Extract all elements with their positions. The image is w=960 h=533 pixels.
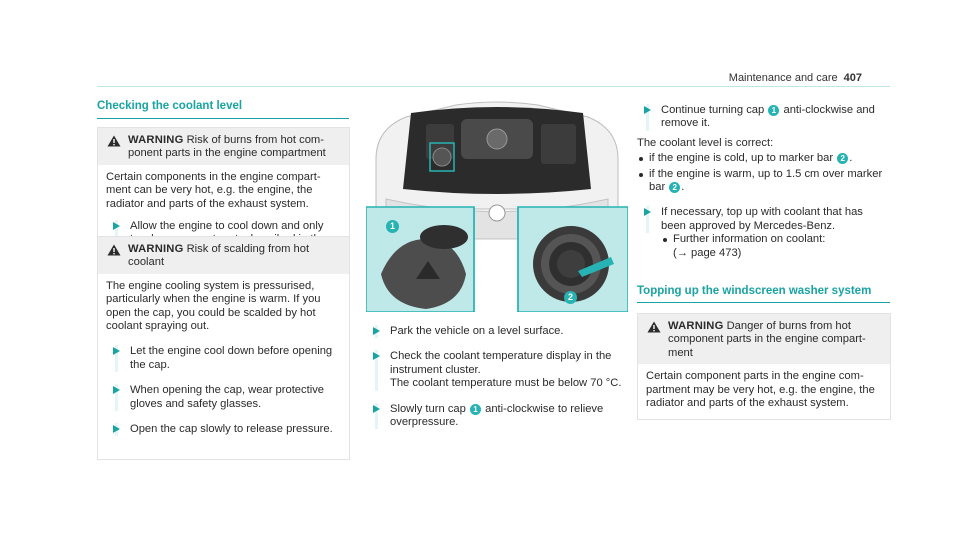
step: Continue turning cap 1 anti-clockwise an…	[637, 104, 890, 131]
callout-2: 2	[564, 291, 577, 304]
step-arrow-icon	[644, 208, 651, 217]
bullet-dot	[639, 157, 643, 162]
warning-triangle-icon	[107, 244, 121, 256]
section-title-washer: Topping up the windscreen washer system	[637, 285, 872, 297]
step-arrow-icon	[644, 106, 651, 114]
step: Check the coolant temperature display in…	[366, 350, 628, 391]
step: When opening the cap, wear protective gl…	[106, 384, 341, 412]
level-intro: The coolant level is correct:	[637, 136, 774, 149]
step-note: The coolant temperature must be below 70…	[390, 377, 622, 390]
callout-2: 2	[669, 182, 681, 194]
step-arrow-icon	[113, 347, 120, 356]
step-text: Open the cap slowly to release pres­sure…	[130, 423, 333, 436]
warning-body-text: The engine cooling system is pressurised…	[106, 279, 321, 333]
warning-header: WARNING Danger of burns from hot compone…	[638, 314, 890, 365]
engine-bay-drawing	[366, 99, 628, 312]
step-bar	[375, 402, 378, 430]
warning-box-burns: WARNING Risk of burns from hot com­ponen…	[97, 127, 350, 261]
step-arrow-icon	[113, 425, 120, 434]
warning-header-text: WARNING Risk of burns from hot com­ponen…	[128, 134, 341, 161]
step-arrow-icon	[113, 222, 120, 231]
step: Slowly turn cap 1 anti-clockwise to reli…	[366, 402, 628, 430]
running-header: Maintenance and care 407	[729, 72, 862, 85]
step-text-cont: anti-clockwise and remove it.	[661, 104, 875, 130]
warning-label: WARNING	[128, 134, 184, 146]
warning-label: WARNING	[668, 320, 724, 332]
running-header-title: Maintenance and care	[728, 72, 838, 84]
step-arrow-icon	[373, 352, 380, 361]
warning-body: Certain component parts in the engine co…	[638, 364, 890, 416]
list-item: if the engine is warm, up to 1.5 cm over…	[637, 168, 890, 195]
step: Let the engine cool down before open­ing…	[106, 345, 341, 373]
header-rule	[97, 86, 890, 87]
warning-headline: Risk of scalding from hot coolant	[128, 243, 310, 269]
step-bar	[646, 206, 649, 234]
step: If necessary, top up with coolant that h…	[637, 206, 890, 234]
warning-triangle-icon	[107, 135, 121, 147]
bullet-text-end: .	[681, 181, 685, 194]
bullet-dot	[663, 238, 667, 243]
bullet-text-end: .	[849, 152, 853, 165]
warning-header-text: WARNING Risk of scalding from hot coolan…	[128, 243, 341, 270]
list-item: Further information on coolant: (→ page …	[661, 233, 890, 260]
section-title-rule	[97, 118, 349, 119]
bullet-dot	[639, 172, 643, 177]
warning-box-scalding: WARNING Risk of scalding from hot coolan…	[97, 236, 350, 460]
step-text: When opening the cap, wear protective gl…	[130, 384, 325, 410]
step-arrow-icon	[113, 386, 120, 395]
page-number: 407	[843, 72, 862, 84]
warning-header: WARNING Risk of scalding from hot coolan…	[98, 237, 349, 274]
step-text-cont: anti-clockwise to relieve overpressure.	[390, 402, 604, 429]
list-item: if the engine is cold, up to marker bar …	[637, 152, 890, 165]
warning-header-text: WARNING Danger of burns from hot compone…	[668, 320, 882, 360]
warning-body-text: Certain component parts in the engine co…	[646, 370, 875, 410]
bullet-text: if the engine is cold, up to marker bar	[649, 152, 834, 165]
callout-2: 2	[837, 153, 849, 165]
step-bar	[646, 104, 649, 131]
callout-1: 1	[768, 105, 780, 116]
warning-body: The engine cooling system is pressurised…	[98, 274, 349, 443]
right-column: Continue turning cap 1 anti-clockwise an…	[637, 104, 890, 260]
warning-header: WARNING Risk of burns from hot com­ponen…	[98, 128, 349, 165]
callout-1: 1	[386, 220, 399, 233]
step-bar	[375, 350, 378, 391]
warning-headline: Risk of burns from hot com­ponent parts …	[128, 134, 326, 160]
bullet-text: if the engine is warm, up to 1.5 cm over…	[649, 167, 883, 194]
warning-triangle-icon	[647, 321, 661, 333]
step-text: Slowly turn cap	[390, 402, 466, 415]
page-reference-link[interactable]: (→ page 473)	[673, 246, 742, 259]
section-title-rule	[637, 302, 890, 303]
step-text: Continue turning cap	[661, 104, 765, 116]
warning-box-washer: WARNING Danger of burns from hot compone…	[637, 313, 891, 420]
step: Park the vehicle on a level surface.	[366, 325, 628, 339]
engine-coolant-illustration: 1 2	[366, 99, 628, 312]
section-title-coolant: Checking the coolant level	[97, 100, 243, 112]
step-bar	[115, 345, 118, 373]
step-text: Park the vehicle on a level surface.	[390, 325, 564, 337]
step-text: If necessary, top up with coolant that h…	[661, 206, 863, 232]
step-arrow-icon	[373, 404, 380, 413]
warning-headline: Danger of burns from hot component parts…	[668, 320, 866, 359]
warning-body-text: Certain components in the engine compart…	[106, 170, 321, 210]
middle-steps: Park the vehicle on a level surface. Che…	[366, 325, 628, 430]
step-bar	[115, 384, 118, 412]
step-arrow-icon	[373, 327, 380, 335]
further-info-text: Further information on coolant:	[673, 233, 826, 246]
callout-1: 1	[469, 403, 481, 415]
warning-label: WARNING	[128, 243, 184, 255]
step-text: Check the coolant temperature display in…	[390, 350, 612, 376]
step: Open the cap slowly to release pres­sure…	[106, 423, 341, 437]
step-text: Let the engine cool down before open­ing…	[130, 345, 333, 371]
